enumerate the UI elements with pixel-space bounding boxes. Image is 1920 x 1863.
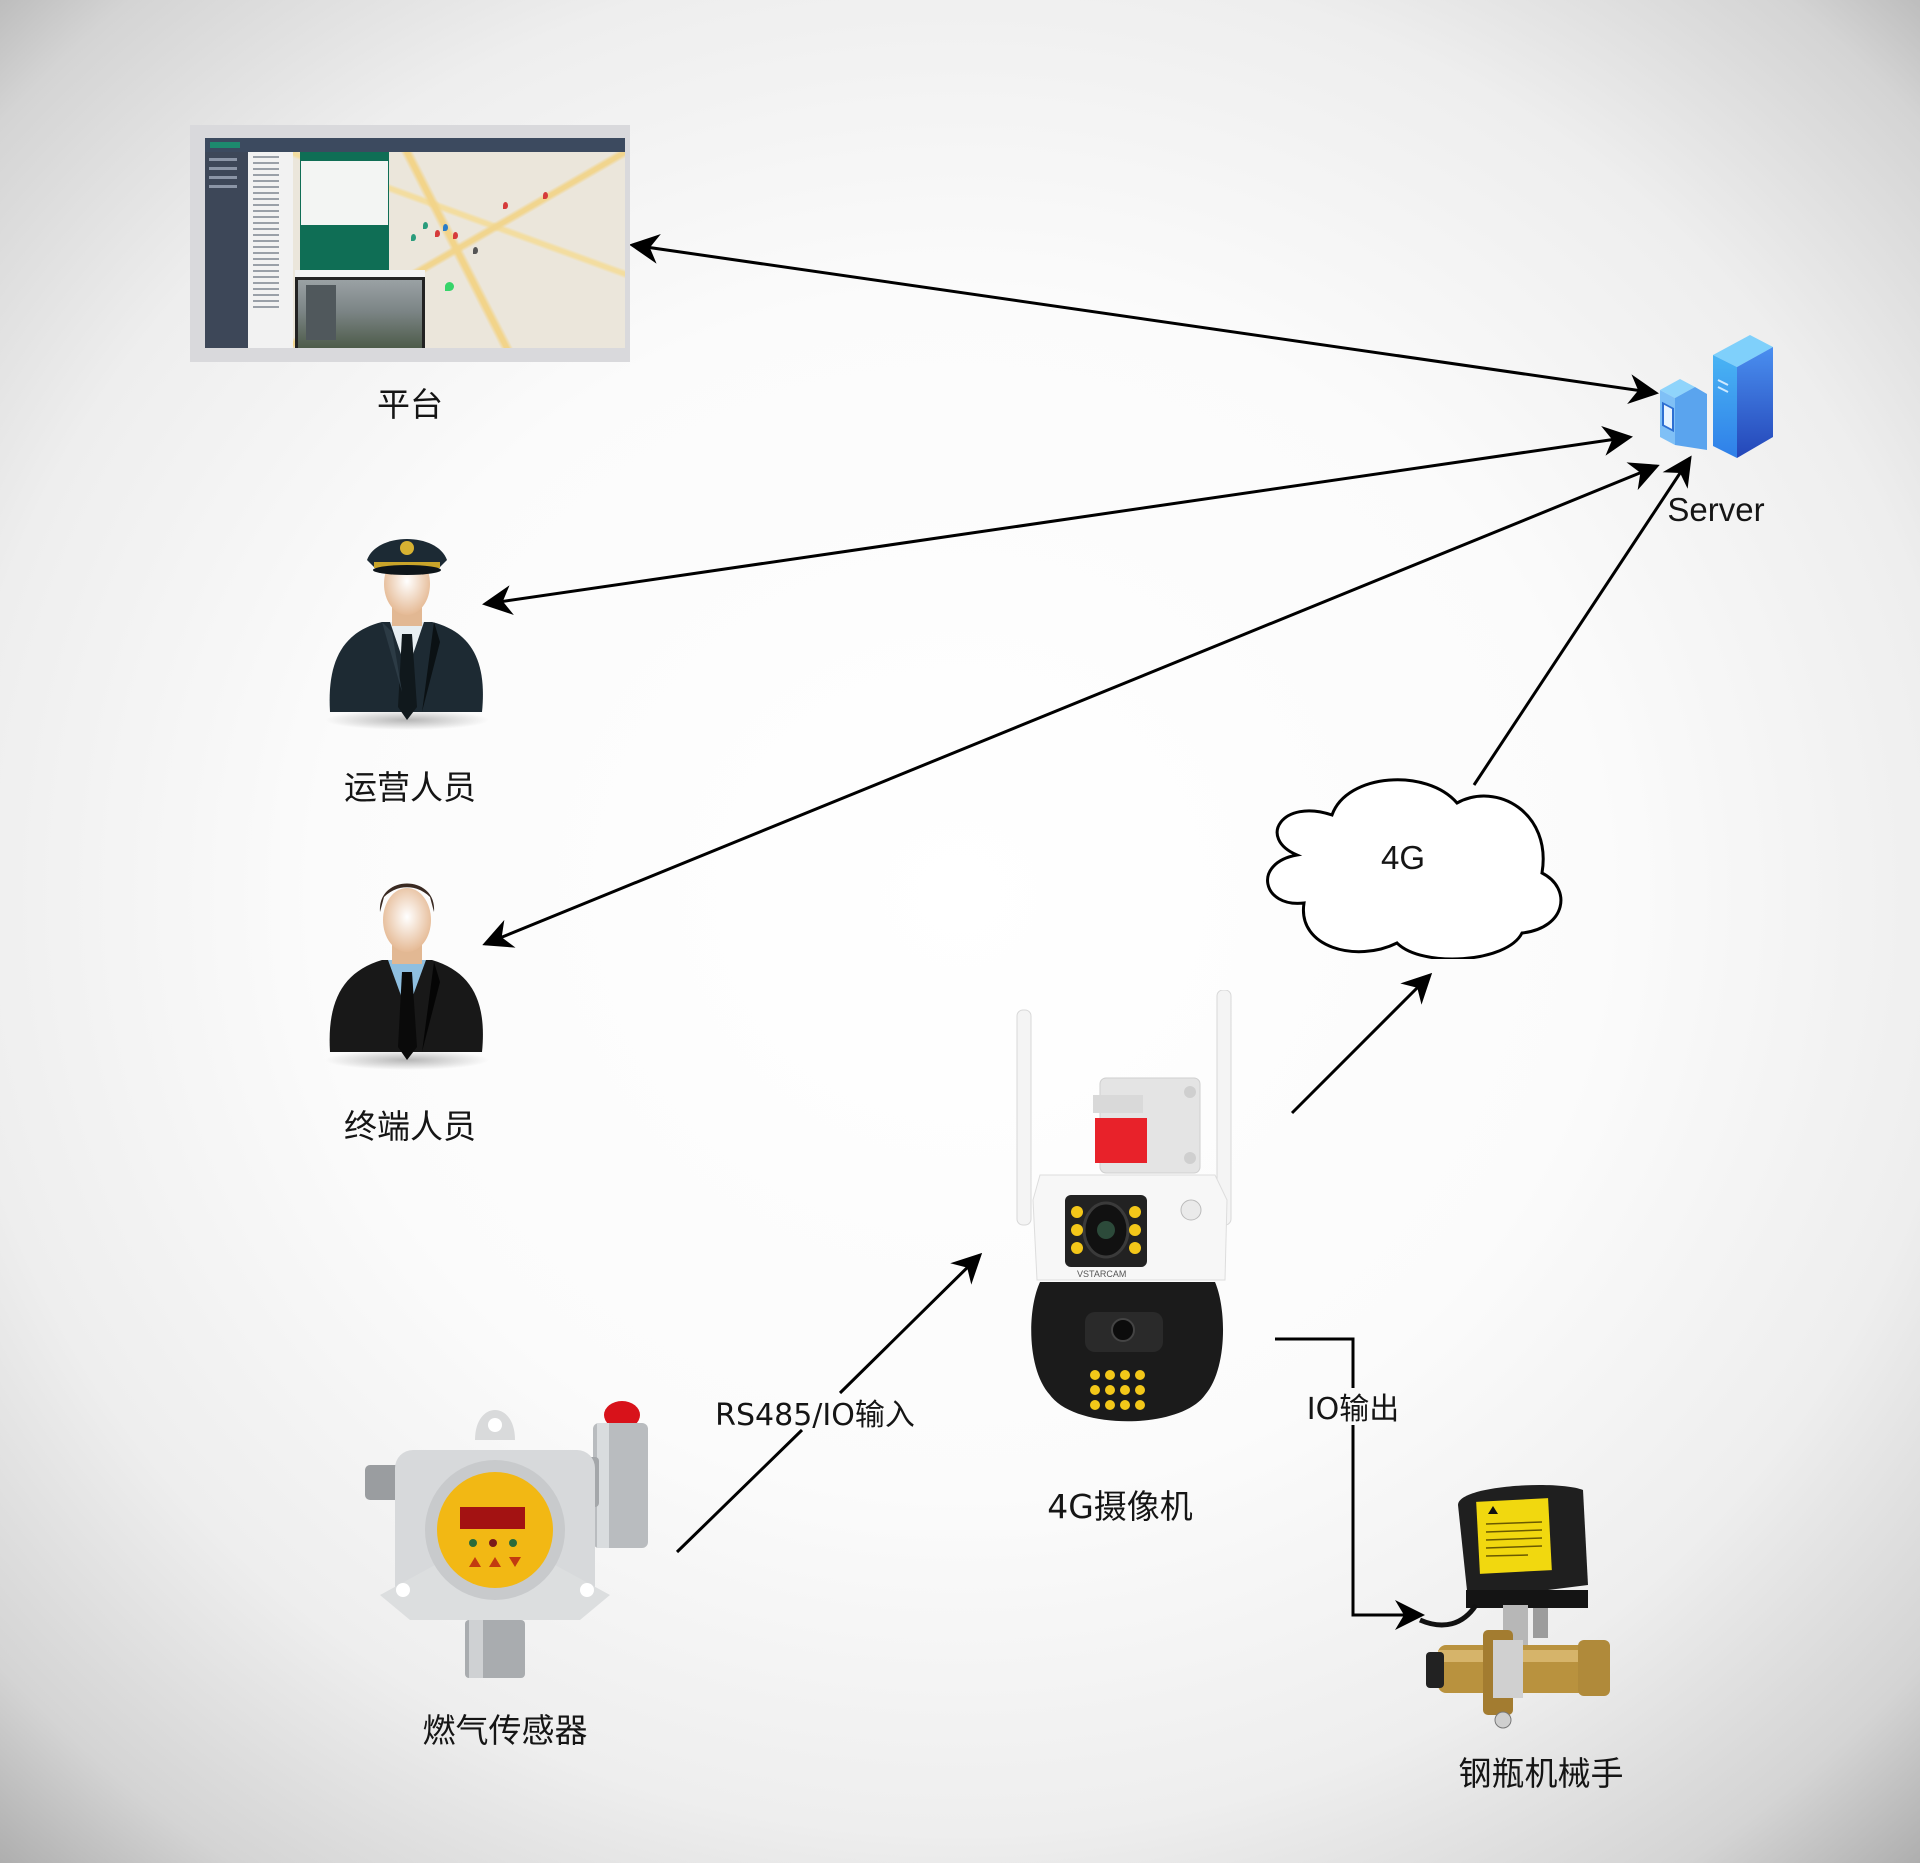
edge-server-platform [629, 234, 1659, 404]
platform-device-list [248, 152, 293, 348]
platform-info-panel [300, 152, 389, 271]
platform-sidebar [205, 152, 248, 348]
edge-camera-valve-label: IO输出 [1306, 1392, 1400, 1427]
server-icon [1660, 335, 1773, 458]
edge-sensor-camera-label: RS485/IO输入 [715, 1398, 915, 1433]
camera-icon: VSTARCAM [1016, 990, 1232, 1422]
edge-sensor-camera-lower [675, 1428, 804, 1554]
edge-camera-network [1290, 972, 1433, 1115]
edge-camera-valve-upper [1275, 1337, 1355, 1388]
server-label: Server [1667, 491, 1765, 528]
valve-manipulator-label: 钢瓶机械手 [1458, 1754, 1624, 1793]
edge-camera-valve-lower [1351, 1425, 1425, 1630]
terminal-person-icon [325, 883, 489, 1070]
cloud-icon [1266, 778, 1563, 959]
edge-network-server [1472, 455, 1692, 786]
operator-label: 运营人员 [344, 768, 476, 807]
edge-sensor-camera-upper [838, 1252, 983, 1395]
operator-person-icon [325, 539, 489, 730]
camera-label: 4G摄像机 [1047, 1487, 1193, 1526]
terminal-user-label: 终端人员 [344, 1107, 476, 1146]
platform-screenshot [205, 138, 625, 348]
platform-logo [210, 142, 240, 148]
platform-label: 平台 [377, 385, 443, 424]
edge-server-operator [482, 426, 1633, 615]
valve-manipulator-icon [1419, 1485, 1610, 1729]
network-label: 4G [1380, 839, 1426, 876]
platform-video-preview [295, 270, 425, 348]
camera-brand-text: VSTARCAM [1077, 1269, 1126, 1279]
platform-topbar [205, 138, 625, 152]
gas-sensor-label: 燃气传感器 [422, 1711, 588, 1750]
gas-sensor-icon [365, 1401, 648, 1678]
